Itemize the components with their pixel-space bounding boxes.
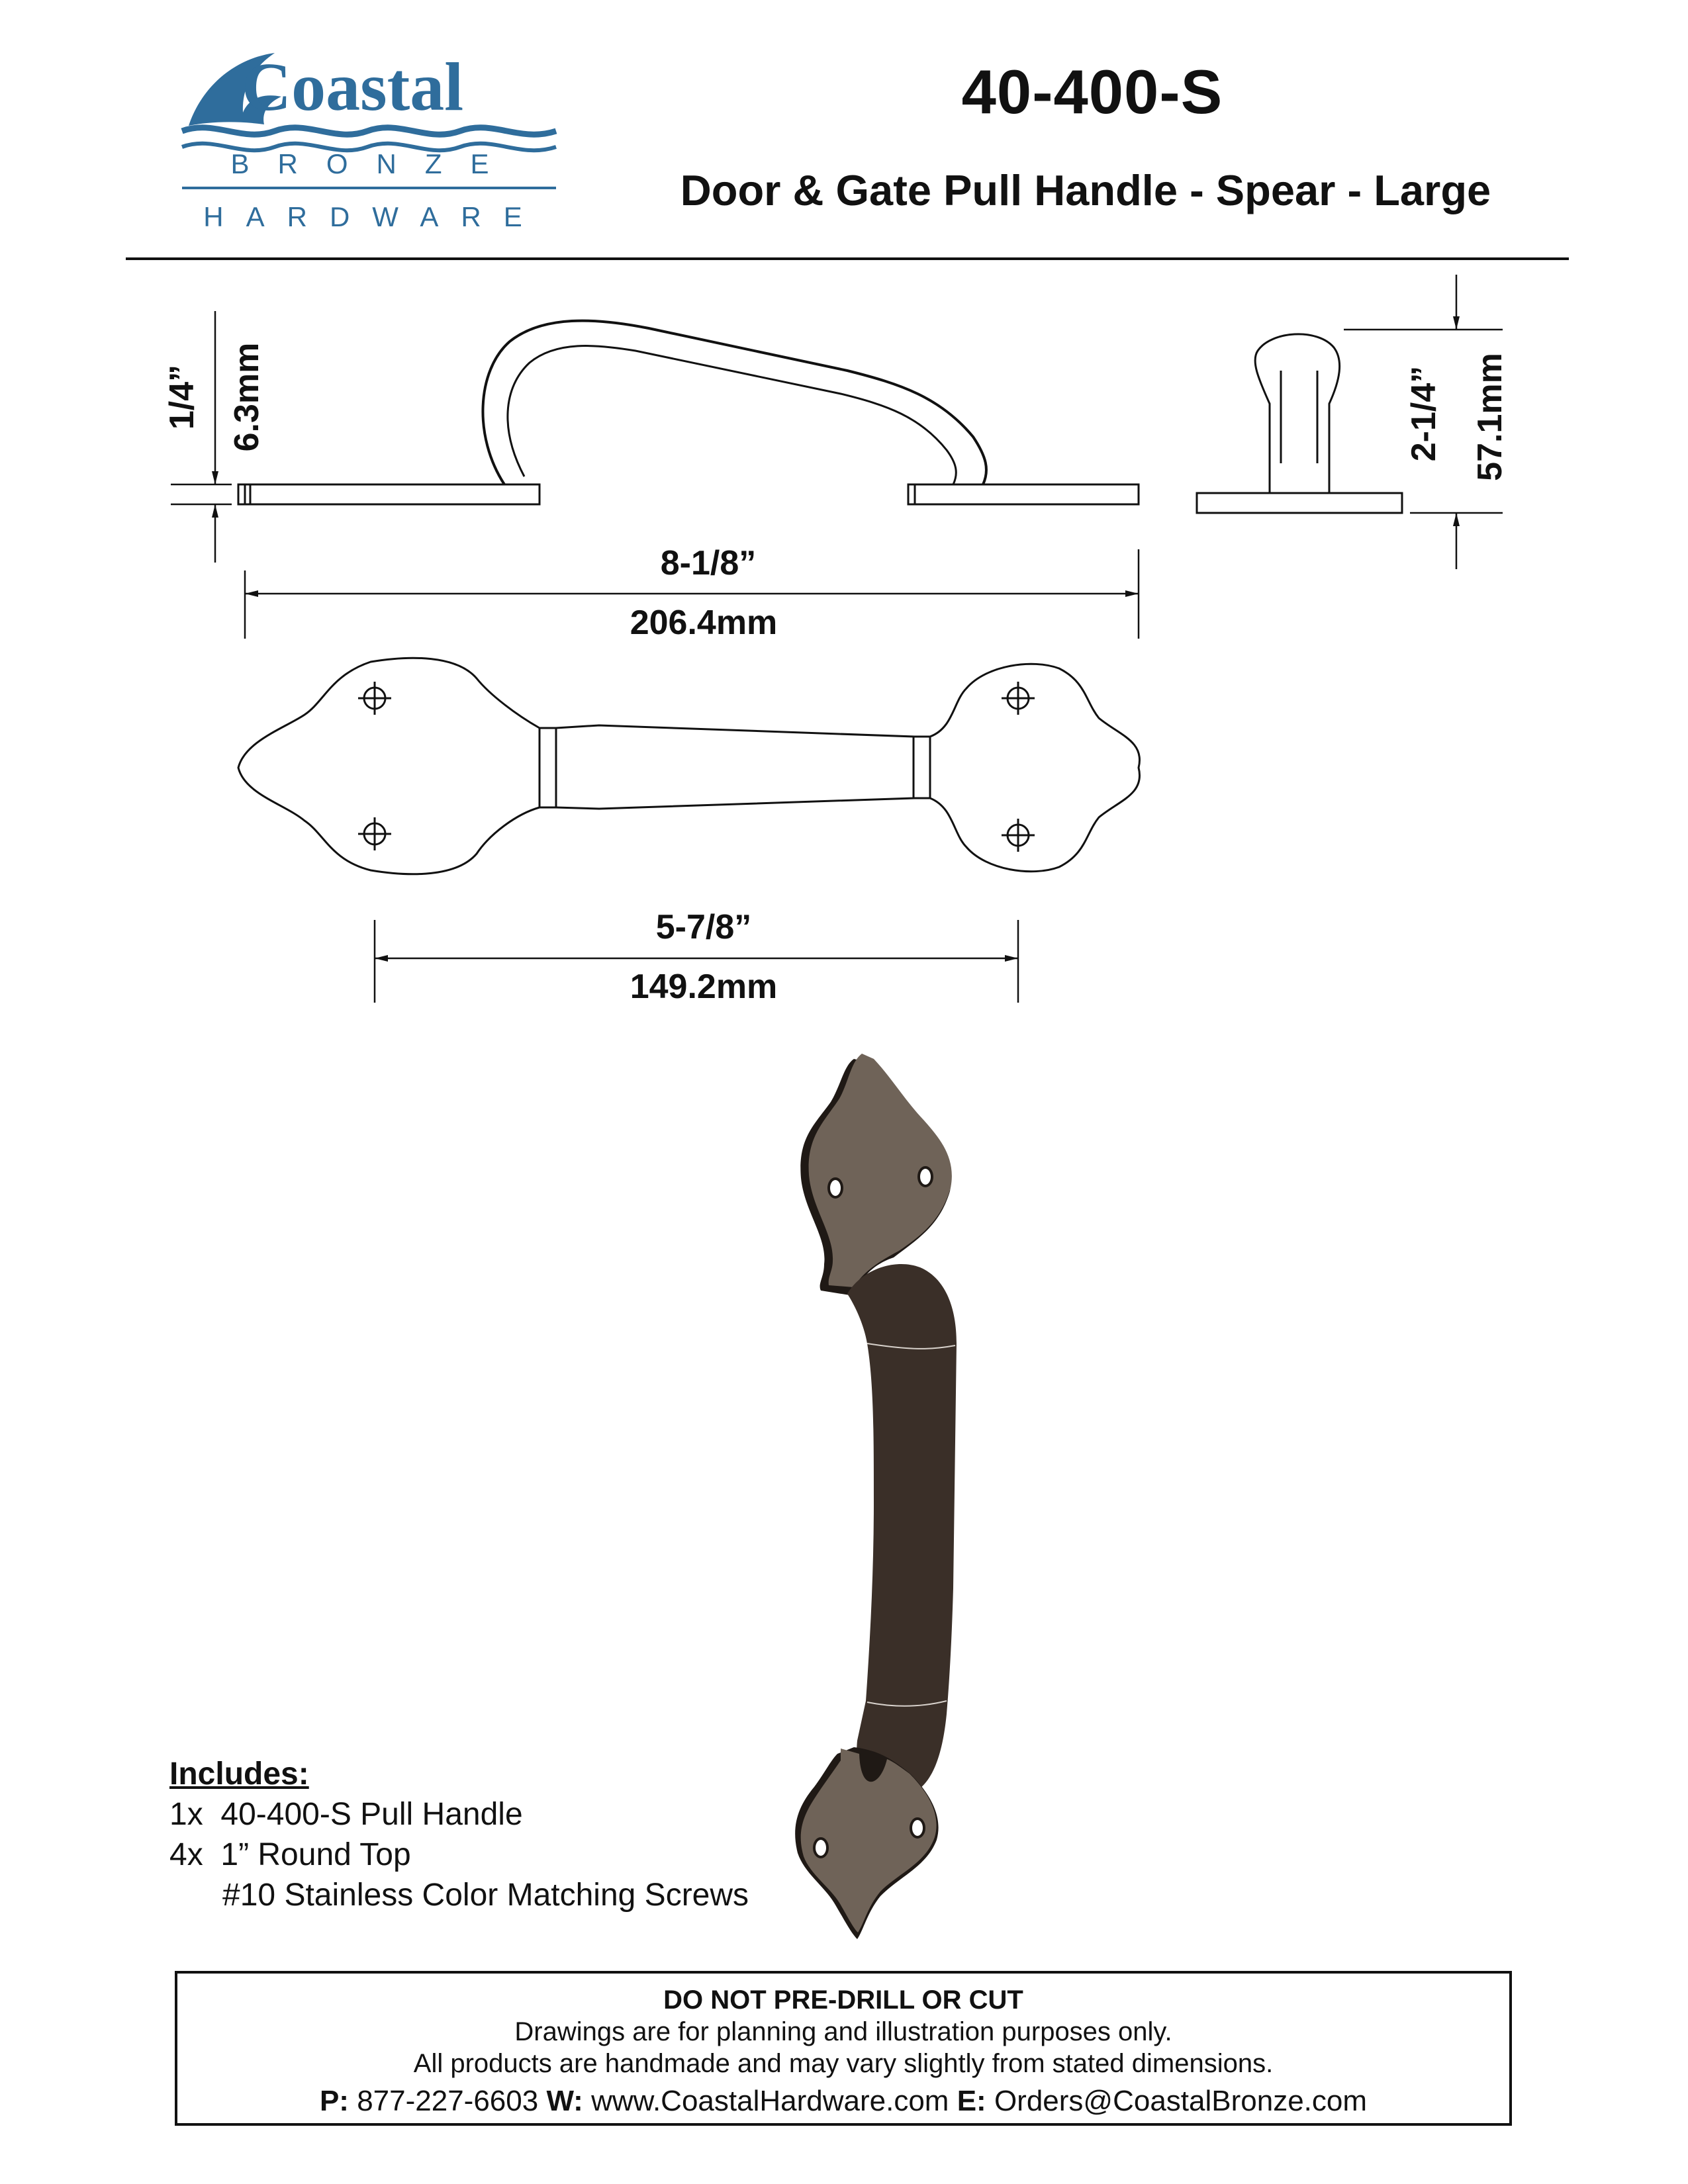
notice-box: DO NOT PRE-DRILL OR CUT Drawings are for…	[175, 1971, 1512, 2126]
email-label: E:	[957, 2085, 986, 2117]
list-item: #10 Stainless Color Matching Screws	[169, 1878, 749, 1913]
dim-center-to-center	[373, 920, 1019, 1003]
logo-divider	[182, 187, 556, 189]
dim-center-to-center-imperial: 5-7/8”	[656, 908, 752, 946]
notice-disclaimer-1: Drawings are for planning and illustrati…	[514, 2017, 1172, 2046]
end-plate	[1196, 492, 1403, 514]
screw-hole-icon	[910, 1817, 925, 1839]
screw-hole-icon	[917, 1166, 933, 1187]
screw-hole-icon	[1002, 819, 1035, 852]
product-title: Door & Gate Pull Handle - Spear - Large	[680, 166, 1491, 214]
screw-hole-icon	[1002, 682, 1035, 715]
contact-line: P: 877-227-6603 W: www.CoastalHardware.c…	[177, 2082, 1509, 2120]
coastal-bronze-logo: Coastal BRONZE HARDWARE	[181, 49, 557, 232]
website-link[interactable]: www.CoastalHardware.com	[591, 2085, 949, 2117]
end-view	[1196, 333, 1403, 514]
dim-plate-thickness-imperial: 1/4”	[163, 365, 201, 430]
wave-line-2	[181, 141, 557, 153]
logo-bronze: BRONZE	[230, 148, 517, 179]
side-handle	[481, 319, 988, 486]
list-item: 4x 1” Round Top	[169, 1837, 411, 1872]
dim-overall-length	[244, 549, 1140, 639]
includes-heading: Includes:	[169, 1756, 309, 1792]
phone-label: P:	[319, 2085, 349, 2117]
top-plate-face	[808, 1054, 952, 1287]
technical-drawing: 1/4” 6.3mm 2-1/4” 57.1mm 8-1/8” 206.4mm	[163, 275, 1509, 1006]
web-label: W:	[546, 2085, 583, 2117]
list-item: 1x 40-400-S Pull Handle	[169, 1797, 523, 1832]
screw-hole-icon	[358, 817, 391, 850]
product-render	[795, 1054, 957, 1939]
notice-heading: DO NOT PRE-DRILL OR CUT	[663, 1985, 1023, 2015]
dim-projection-imperial: 2-1/4”	[1405, 366, 1443, 462]
screw-hole-icon	[358, 682, 391, 715]
logo-hardware: HARDWARE	[203, 201, 544, 232]
email-link[interactable]: Orders@CoastalBronze.com	[994, 2085, 1368, 2117]
dim-projection-metric: 57.1mm	[1471, 353, 1509, 481]
bottom-plate-render	[795, 1747, 939, 1939]
side-plate-right	[907, 483, 1140, 506]
dim-plate-thickness-metric: 6.3mm	[228, 343, 266, 452]
dim-overall-length-imperial: 8-1/8”	[661, 544, 757, 582]
side-view	[237, 319, 1140, 506]
bottom-plate-face	[800, 1749, 937, 1933]
dim-plate-thickness	[171, 311, 232, 563]
part-number: 40-400-S	[961, 57, 1223, 126]
screw-hole-icon	[827, 1177, 843, 1199]
top-plate-right	[929, 662, 1141, 873]
handle-render	[847, 1263, 957, 1797]
notice-disclaimer-2: All products are handmade and may vary s…	[413, 2049, 1274, 2078]
includes-list: Includes: 1x 40-400-S Pull Handle 4x 1” …	[169, 1754, 898, 1915]
top-plate-left	[237, 657, 541, 876]
phone-number[interactable]: 877-227-6603	[357, 2085, 539, 2117]
dim-center-to-center-metric: 149.2mm	[630, 968, 778, 1006]
side-plate-left	[237, 483, 541, 506]
dim-projection	[1344, 275, 1503, 569]
top-plate-render	[800, 1054, 952, 1296]
end-stem	[1254, 333, 1341, 493]
top-view	[237, 657, 1141, 876]
dim-overall-length-metric: 206.4mm	[630, 604, 778, 642]
top-bar	[555, 724, 915, 810]
header-divider	[126, 257, 1569, 260]
screw-hole-icon	[813, 1837, 829, 1858]
wave-line-1	[181, 124, 557, 138]
wave-icon	[189, 53, 281, 126]
logo-wordmark: Coastal	[242, 49, 463, 125]
